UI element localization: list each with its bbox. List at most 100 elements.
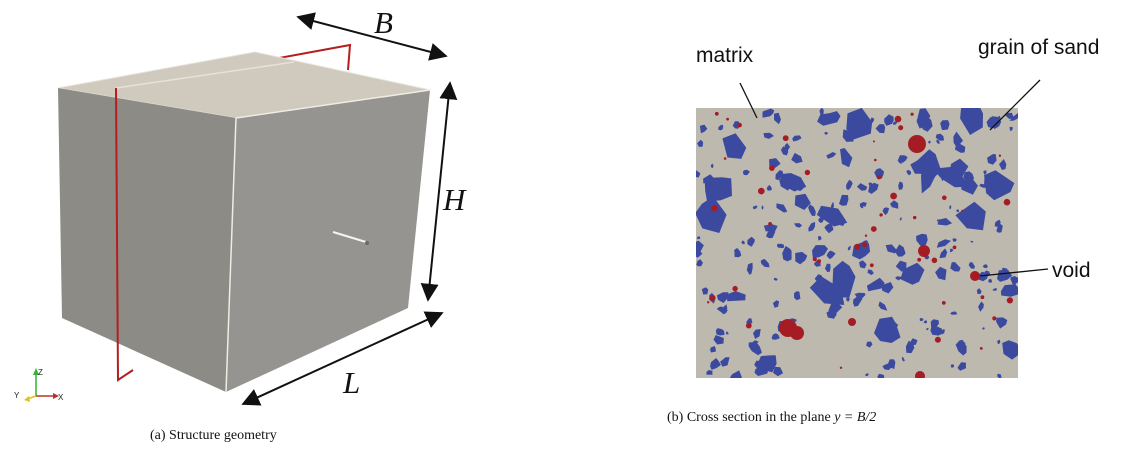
sand-grain	[956, 209, 959, 213]
sand-grain	[696, 236, 701, 240]
void-particle	[915, 371, 925, 378]
sand-grain	[763, 132, 774, 139]
sand-grain	[824, 223, 834, 234]
sand-grain	[808, 204, 816, 216]
sand-grain	[899, 217, 902, 221]
sand-grain	[734, 249, 742, 258]
sand-grain	[696, 240, 704, 253]
void-particle	[711, 205, 718, 212]
sand-grain	[935, 133, 945, 141]
void-particle	[992, 316, 997, 321]
sand-grain	[753, 329, 761, 339]
void-particle	[839, 366, 843, 369]
sand-grain	[704, 177, 732, 202]
sand-grain	[940, 120, 950, 131]
sand-grain	[699, 124, 708, 134]
sand-grain	[808, 221, 816, 232]
sand-grain	[741, 240, 745, 245]
cube-front-face	[58, 88, 236, 392]
sand-grain	[960, 178, 978, 195]
sand-grain	[716, 292, 729, 303]
sand-grain	[976, 288, 982, 294]
sand-grain	[894, 244, 906, 257]
void-particle	[941, 301, 946, 305]
sand-grain	[885, 244, 897, 254]
sand-grain	[875, 124, 886, 134]
sand-grain	[794, 193, 811, 210]
sand-grain	[898, 159, 902, 165]
sand-grain	[721, 304, 728, 315]
sand-grain	[986, 116, 996, 129]
sand-grain	[919, 116, 933, 132]
sand-grain	[955, 201, 986, 231]
axis-y-label: Y	[14, 391, 20, 400]
sand-grain	[953, 131, 963, 147]
sand-grain	[814, 274, 823, 282]
sand-grain	[792, 135, 802, 142]
sand-grain	[809, 276, 845, 305]
void-particle	[910, 112, 914, 116]
sand-grain	[779, 179, 792, 191]
sand-grain	[795, 251, 808, 265]
sand-grain	[906, 170, 912, 176]
label-h: H	[442, 182, 467, 217]
void-particle	[1006, 297, 1014, 304]
void-particle	[745, 322, 752, 329]
sand-grain	[696, 259, 703, 267]
sand-grain	[824, 263, 831, 272]
sand-grain	[722, 133, 747, 159]
label-b: B	[374, 5, 393, 40]
sand-grain	[710, 358, 721, 370]
sand-grain	[982, 264, 988, 269]
void-particle	[952, 245, 957, 250]
sand-grain	[771, 333, 780, 340]
leader-grain	[989, 79, 1041, 131]
sand-grain	[742, 169, 750, 176]
sand-grain	[952, 238, 957, 242]
sand-grain	[782, 245, 792, 262]
sand-grain	[935, 266, 947, 281]
sand-grain	[718, 124, 724, 131]
void-particle	[737, 122, 742, 128]
sand-grain	[882, 207, 890, 216]
void-particle	[723, 157, 727, 160]
void-particle	[942, 195, 947, 201]
sand-grain	[846, 108, 873, 140]
label-matrix: matrix	[696, 44, 754, 67]
sand-grain	[895, 276, 902, 281]
void-particle	[862, 242, 868, 248]
sand-grain	[910, 338, 918, 346]
sand-grain	[978, 301, 984, 312]
cube-edge-vertical	[225, 117, 237, 393]
void-particle	[890, 192, 897, 200]
void-particle	[1003, 198, 1011, 206]
cut-plane-top-line	[115, 61, 295, 89]
sand-grain	[710, 346, 716, 353]
cube-side-face	[226, 90, 430, 392]
sand-grain	[706, 370, 713, 375]
dimension-arrow-h	[420, 81, 458, 302]
cube-diagram	[57, 43, 431, 393]
sand-grain	[773, 366, 784, 377]
void-particle	[908, 135, 926, 153]
sand-grain	[996, 317, 1008, 329]
sand-grain	[936, 239, 951, 248]
sand-grain	[715, 328, 725, 336]
sand-grain	[950, 364, 954, 368]
sand-grain	[780, 146, 789, 156]
sand-grain	[826, 250, 836, 260]
sand-grain	[866, 341, 873, 348]
void-particle	[934, 336, 941, 343]
void-particle	[854, 243, 861, 250]
void-particle	[758, 187, 765, 195]
sand-grain	[923, 320, 927, 324]
sand-grain	[776, 243, 784, 249]
sand-grain	[930, 326, 945, 336]
sand-grain	[887, 359, 896, 369]
sand-grain	[756, 355, 777, 373]
void-particle	[872, 140, 875, 143]
sand-grain	[987, 154, 997, 165]
sand-grain	[726, 291, 746, 302]
sand-grain	[773, 277, 778, 281]
void-particle	[979, 347, 983, 350]
